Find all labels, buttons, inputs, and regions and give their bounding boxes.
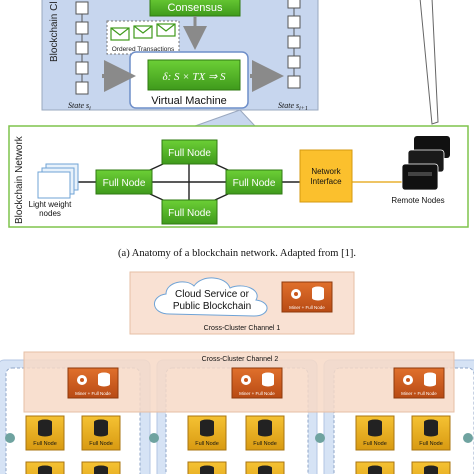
cluster-full-node (355, 461, 395, 474)
remote-nodes-label: Remote Nodes (391, 196, 444, 205)
full-node-right: Full Node (225, 169, 283, 195)
miner-label: Miner + Full Node (401, 391, 437, 396)
zoom-line (419, 0, 439, 125)
cluster-full-node-label: Full Node (363, 441, 387, 447)
network-interface-label-2: Interface (310, 177, 342, 186)
zoom-callout (194, 109, 257, 127)
figure-caption: (a) Anatomy of a blockchain network. Ada… (118, 248, 356, 259)
cloud-miner-node: Miner + Full Node (281, 281, 333, 313)
ordered-transactions-label: Ordered Transactions (112, 46, 175, 53)
network-interface-label-1: Network (311, 167, 341, 176)
state-chain-right: State si+1 (278, 0, 308, 112)
full-node-label: Full Node (168, 148, 211, 159)
device-icon (149, 433, 159, 443)
light-weight-nodes: Light weight nodes (29, 163, 79, 218)
cloud-shape (154, 277, 268, 317)
svg-text:State si+1: State si+1 (278, 101, 308, 112)
full-node-label: Full Node (168, 208, 211, 219)
cluster-full-node (411, 461, 451, 474)
device-icon (315, 433, 325, 443)
miner-label: Miner + Full Node (75, 391, 111, 396)
blockchain-network-panel: Blockchain Network Full Node Full Node F… (8, 125, 469, 228)
virtual-machine-box: δ: S × TX ⇒ S Virtual Machine (129, 51, 249, 109)
blockchain-client-label: Blockchain Cl (49, 1, 60, 62)
cluster-full-node-label: Full Node (253, 441, 277, 447)
consensus-label: Consensus (167, 2, 223, 14)
channel-2-label: Cross-Cluster Channel 2 (202, 356, 279, 363)
full-node-bottom: Full Node (161, 199, 218, 225)
full-node-label: Full Node (103, 178, 146, 189)
state-transition-function: δ: S × TX ⇒ S (162, 71, 226, 83)
state-right-label: State s (278, 101, 299, 110)
envelope-icon (133, 25, 153, 39)
state-left-label: State s (68, 101, 89, 110)
channel-1-label: Cross-Cluster Channel 1 (204, 325, 281, 332)
miner-node-middle: Miner + Full Node (231, 367, 283, 399)
cluster-full-node (245, 461, 285, 474)
cluster-full-node-label: Full Node (419, 441, 443, 447)
device-icon (5, 433, 15, 443)
cross-cluster-channel-1: Cloud Service or Public Blockchain Miner… (129, 271, 355, 335)
cluster-full-node: Full Node (81, 415, 121, 451)
network-interface-box: Network Interface (299, 149, 353, 203)
cluster-full-node (187, 461, 227, 474)
full-node-label: Full Node (233, 178, 276, 189)
envelope-icon (110, 27, 130, 41)
svg-text:State si: State si (68, 101, 91, 112)
cloud-miner-label: Miner + Full Node (289, 305, 325, 310)
state-chain-left: State si (68, 1, 91, 112)
cluster-full-node: Full Node (25, 415, 65, 451)
blockchain-client-panel: Blockchain Cl Consensus Ordered Transact… (41, 0, 319, 112)
cluster-full-node: Full Node (355, 415, 395, 451)
blockchain-network-label: Blockchain Network (14, 135, 25, 224)
cluster-full-node: Full Node (245, 415, 285, 451)
device-icon (463, 433, 473, 443)
cluster-full-node-label: Full Node (33, 441, 57, 447)
cluster-edge-icons (5, 433, 473, 443)
cluster-full-nodes: Full Node Full Node Full Node Full Node Full… (25, 415, 451, 474)
light-weight-nodes-label-1: Light weight (29, 200, 72, 209)
virtual-machine-label: Virtual Machine (151, 95, 227, 107)
cloud-label-2: Public Blockchain (173, 301, 251, 312)
ordered-transactions-box: Ordered Transactions (106, 20, 180, 55)
cluster-full-node (81, 461, 121, 474)
light-weight-nodes-label-2: nodes (39, 209, 61, 218)
full-node-top: Full Node (161, 139, 218, 165)
consensus-box: Consensus (149, 0, 241, 17)
cluster-full-node: Full Node (411, 415, 451, 451)
cluster-full-node-label: Full Node (195, 441, 219, 447)
full-node-left: Full Node (95, 169, 153, 195)
cluster-full-node-label: Full Node (89, 441, 113, 447)
state-right-subscript: i+1 (299, 106, 308, 112)
miner-node-left: Miner + Full Node (67, 367, 119, 399)
remote-nodes-icon (401, 136, 450, 191)
cluster-full-node (25, 461, 65, 474)
envelope-icon (156, 23, 176, 37)
cloud-label-1: Cloud Service or (175, 289, 250, 300)
cluster-full-node: Full Node (187, 415, 227, 451)
miner-node-right: Miner + Full Node (393, 367, 445, 399)
miner-label: Miner + Full Node (239, 391, 275, 396)
state-left-subscript: i (89, 106, 91, 112)
